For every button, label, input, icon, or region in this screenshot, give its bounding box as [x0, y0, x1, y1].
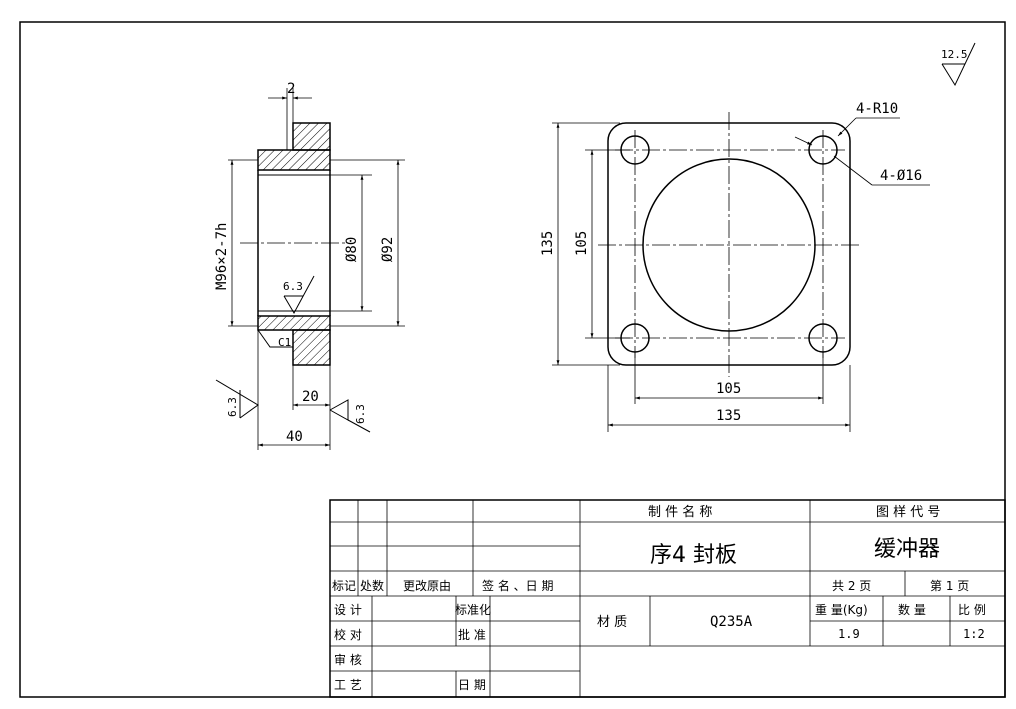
dim-outer-dia: Ø92	[380, 237, 396, 262]
tb-weight: 1.9	[838, 627, 860, 641]
tb-page-no: 第 1 页	[930, 579, 969, 593]
roughness-global-value: 12.5	[941, 48, 968, 61]
svg-text:6.3: 6.3	[226, 397, 239, 417]
svg-text:6.3: 6.3	[283, 280, 303, 293]
tb-date: 日 期	[458, 678, 486, 692]
roughness-symbol-right-face: 6.3	[329, 399, 371, 433]
dim-holes: 4-Ø16	[880, 168, 922, 184]
dim-width-135: 135	[716, 408, 741, 424]
roughness-symbol-bore: 6.3	[283, 275, 315, 315]
tb-process: 工 艺	[334, 678, 362, 692]
side-section-view: C1 2 M96×2-7h Ø80 Ø92 6.3	[214, 81, 405, 450]
dim-thread: M96×2-7h	[214, 223, 230, 290]
tb-rev-reason: 更改原由	[403, 579, 451, 593]
dim-height-105: 105	[574, 231, 590, 256]
dim-height-135: 135	[540, 231, 556, 256]
tb-checker: 校 对	[334, 627, 362, 642]
tb-material: Q235A	[710, 614, 753, 630]
hatch-lower-wall	[257, 315, 331, 331]
tb-total-pages: 共 2 页	[832, 579, 871, 593]
dim-width-20: 20	[302, 389, 319, 405]
title-block: 制 件 名 称 图 样 代 号 序4 封板 缓冲器 标记 处数 更改原由 签 名…	[329, 499, 1006, 698]
dim-length-40: 40	[286, 429, 303, 445]
tb-qty-label: 数 量	[898, 602, 926, 617]
tb-drawing-code: 缓冲器	[874, 537, 940, 562]
hatch-upper-wall	[257, 149, 331, 171]
tb-rev-sign-date: 签 名 、日 期	[482, 578, 553, 593]
tb-rev-mark: 标记	[332, 579, 356, 593]
tb-standardization: 标准化	[455, 603, 491, 617]
dim-inner-dia: Ø80	[344, 237, 360, 262]
tb-material-label: 材 质	[597, 615, 627, 630]
hatch-upper-flange	[292, 122, 331, 151]
tb-part-name: 序4 封板	[650, 543, 737, 568]
tb-designer: 设 计	[334, 603, 362, 617]
tb-drawing-code-header: 图 样 代 号	[876, 505, 940, 520]
tb-weight-label: 重 量(Kg)	[815, 603, 868, 617]
tb-scale: 1:2	[963, 627, 985, 641]
tb-scale-label: 比 例	[958, 603, 986, 617]
dim-flange-thickness: 2	[287, 81, 295, 97]
dim-width-105: 105	[716, 381, 741, 397]
hatch-lower-flange	[292, 329, 331, 366]
dim-corner-radius: 4-R10	[856, 101, 898, 117]
tb-reviewer: 审 核	[334, 652, 362, 667]
tb-part-name-header: 制 件 名 称	[648, 504, 712, 520]
front-view: 4-R10 4-Ø16 135 105 105 135	[540, 101, 930, 432]
svg-text:6.3: 6.3	[354, 404, 367, 424]
tb-approval: 批 准	[458, 627, 486, 642]
roughness-symbol-global: 12.5	[941, 42, 976, 87]
dim-chamfer: C1	[278, 336, 291, 349]
tb-rev-count: 处数	[360, 578, 384, 593]
roughness-symbol-left-face: 6.3	[215, 379, 259, 419]
